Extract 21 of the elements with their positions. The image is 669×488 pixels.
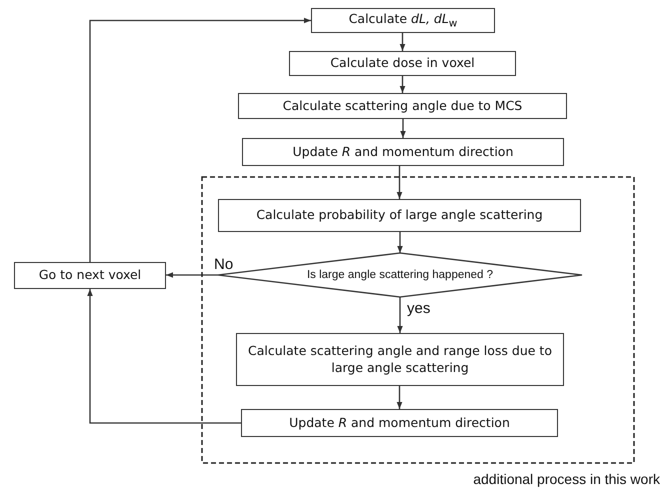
process-box: Update R and momentum direction [241, 409, 558, 437]
edge-label: No [213, 257, 234, 272]
arrow [89, 18, 311, 262]
process-box: Calculate dL, dL$_{w}$ [311, 8, 495, 33]
dashed-group-box [201, 176, 660, 487]
arrow [166, 272, 218, 278]
process-box: Calculate probability of large angle scattering [218, 199, 581, 232]
arrow [397, 297, 403, 333]
process-box: Calculate dose in voxel [289, 51, 516, 76]
arrow [397, 232, 403, 253]
process-box: Update R and momentum direction [242, 138, 564, 166]
arrow [400, 76, 406, 93]
arrow [396, 386, 402, 409]
group-caption: additional process in this work [473, 471, 660, 487]
arrow [400, 33, 406, 51]
process-box: Calculate scattering angle due to MCS [238, 93, 567, 119]
arrow [396, 166, 402, 199]
process-box: Go to next voxel [14, 262, 166, 289]
arrow [400, 119, 406, 138]
arrow [87, 289, 241, 424]
process-box: Calculate scattering angle and range loss due to large angle scattering [236, 333, 564, 386]
